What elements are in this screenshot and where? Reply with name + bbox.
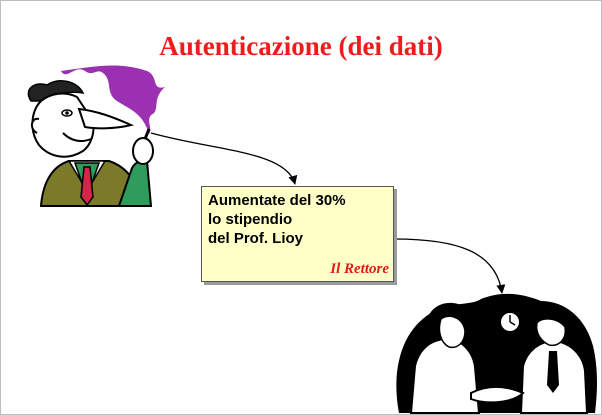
mouth [62,132,92,142]
cigarette [143,128,151,140]
smoking-man-clipart [27,65,165,207]
message-line-3: del Prof. Lioy [208,230,304,247]
ear [31,117,40,134]
smoke-plume [61,65,165,134]
slide-title: Autenticazione (dei dati) [159,31,443,61]
arrow-sender-to-message [150,132,298,185]
message-signature: Il Rettore [330,261,389,277]
message-line-2: lo stipendio [208,211,293,228]
message-line-1: Aumentate del 30% [208,192,346,209]
office-workers-clipart [396,293,597,414]
man-face [535,318,567,347]
message-note: Aumentate del 30% lo stipendio del Prof.… [201,186,394,282]
woman-face [438,315,466,349]
man-tie [547,351,559,393]
nose [77,107,135,130]
tie [80,166,94,207]
handshake [470,386,525,404]
arrow-message-to-receiver [393,238,506,294]
hand [132,137,154,165]
